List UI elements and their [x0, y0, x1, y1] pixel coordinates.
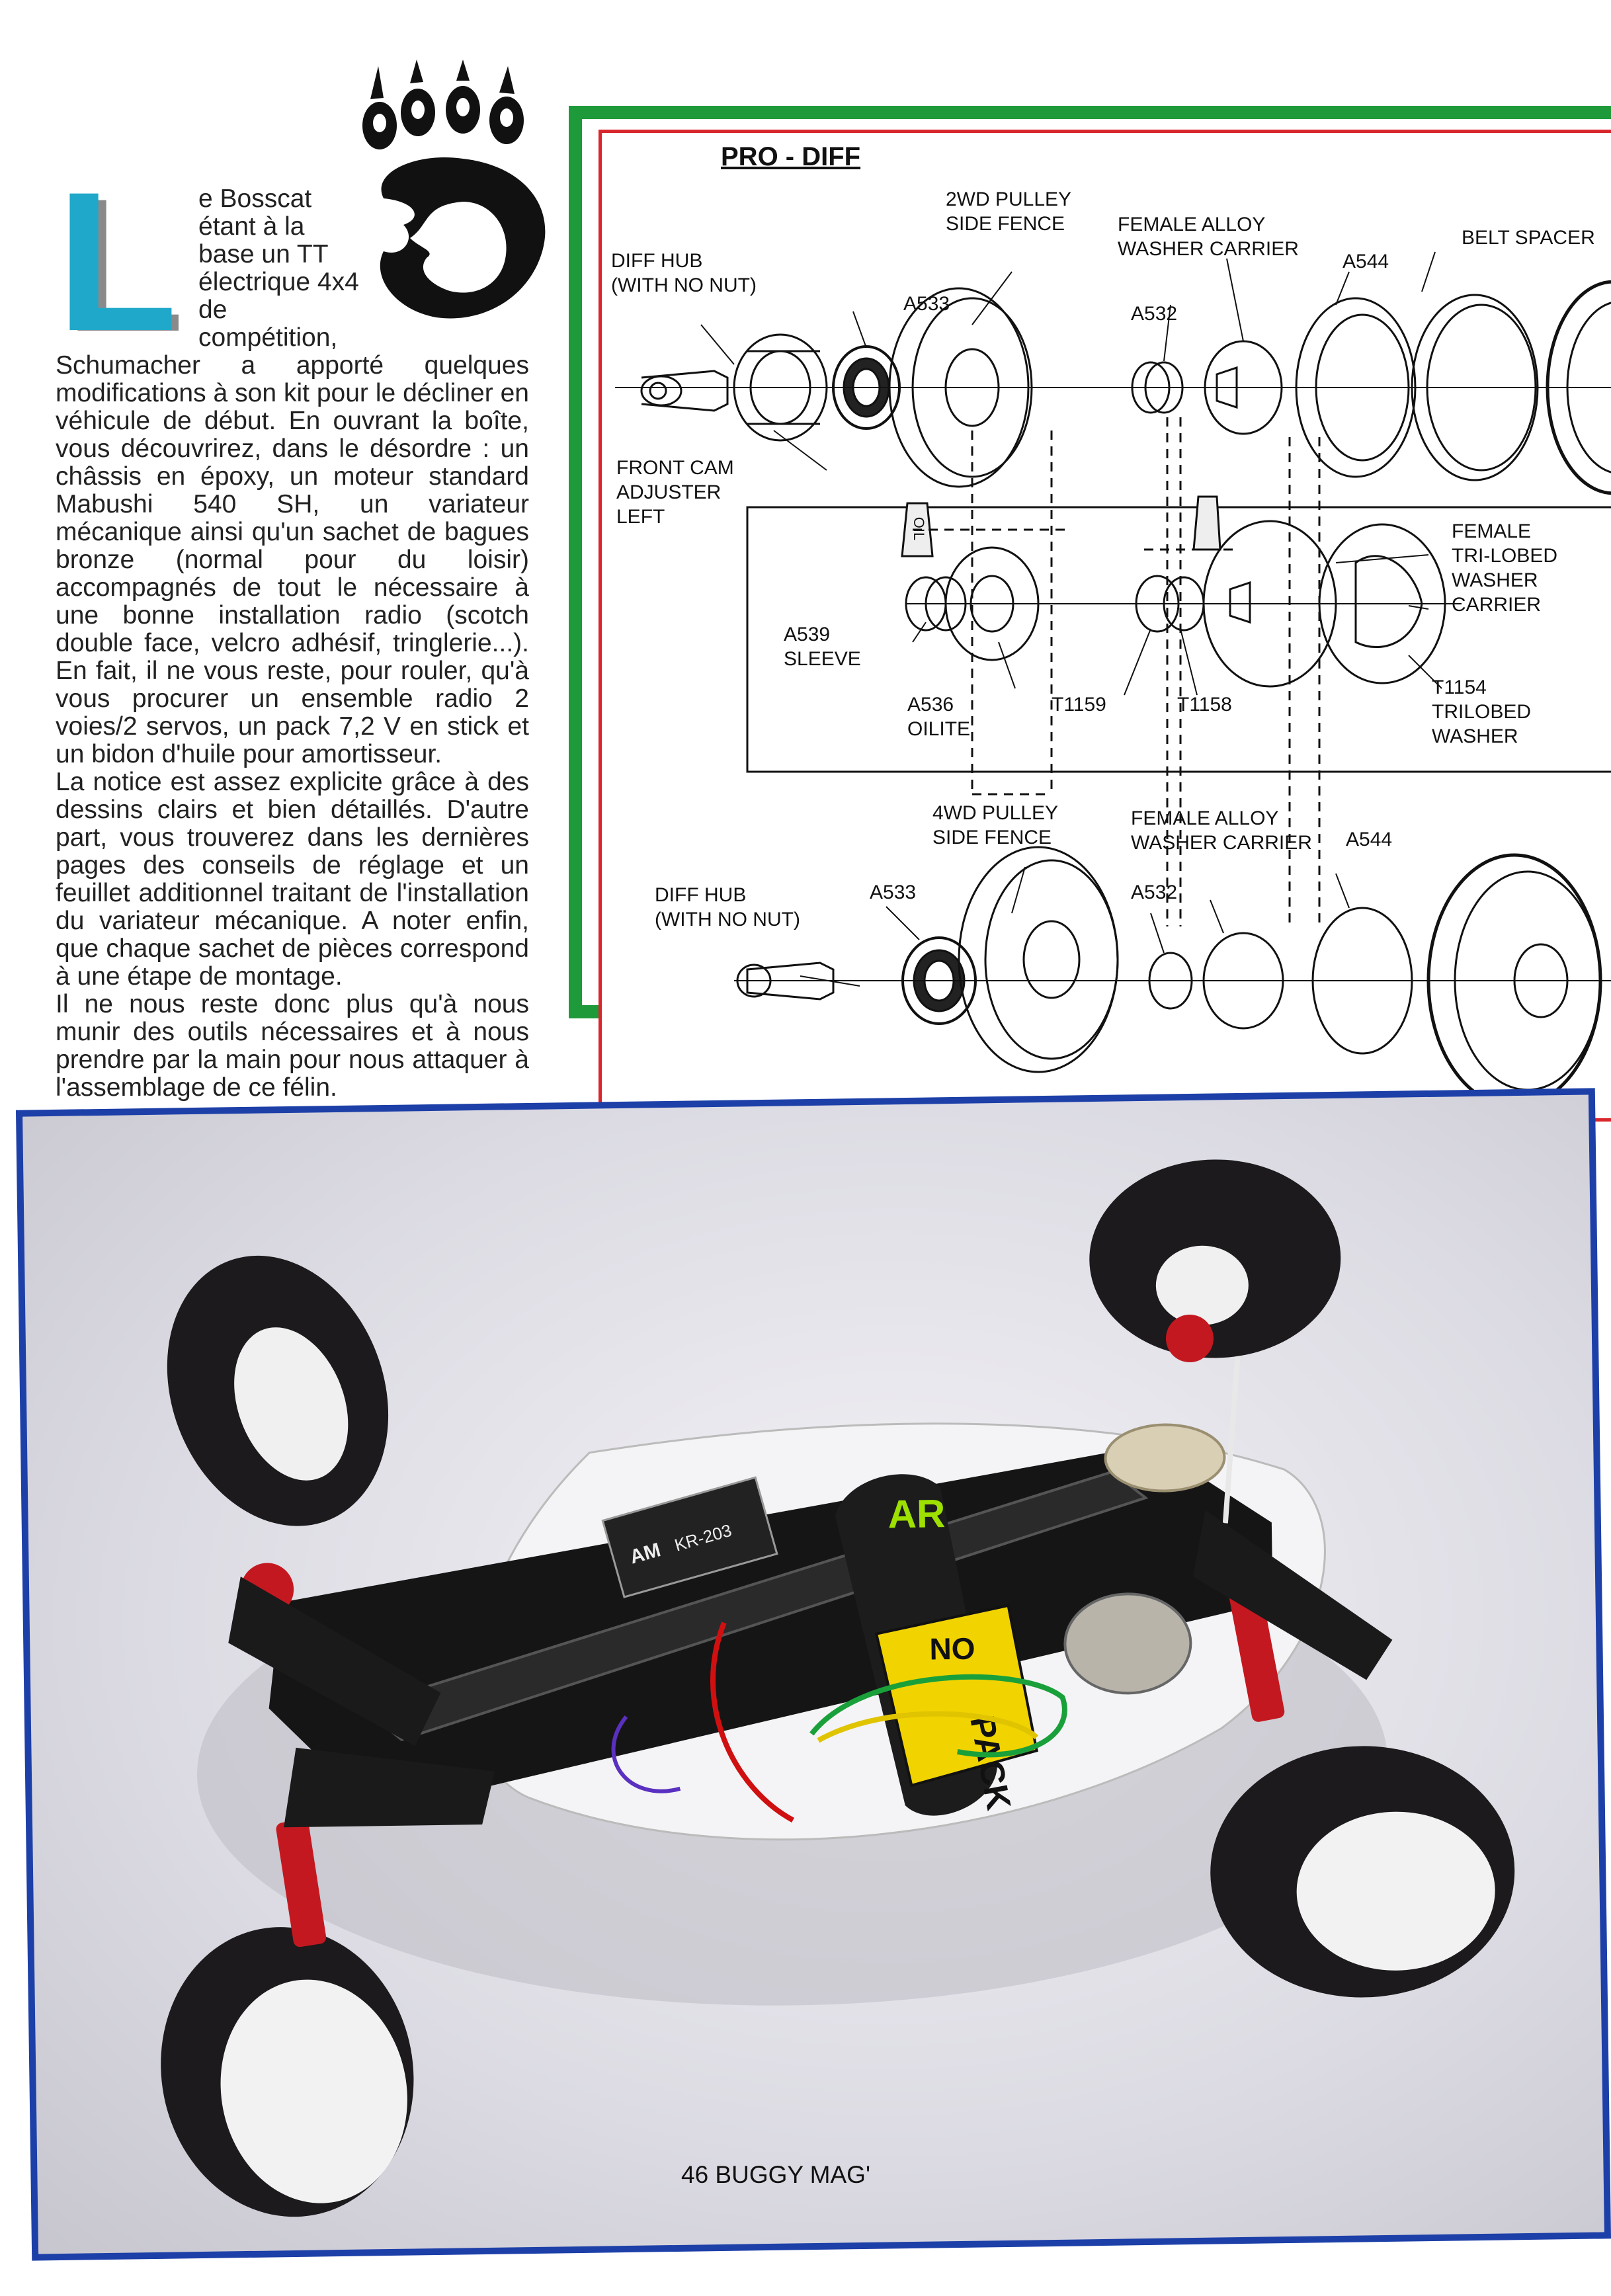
label-t1154: T1154 TRILOBED WASHER — [1432, 676, 1532, 747]
battery-mid-text: NO — [929, 1631, 975, 1666]
paw-print-icon — [362, 60, 546, 319]
label-female-alloy-top: FEMALE ALLOY WASHER CARRIER — [1118, 214, 1299, 260]
article-paragraph: Schumacher a apporté quelques modificati… — [56, 351, 529, 768]
label-a533-bottom: A533 — [870, 882, 917, 903]
exploded-diagram: PRO - DIFF DIFF HUB (WITH NO NUT) 2WD PU… — [599, 130, 1611, 1122]
label-front-cam: FRONT CAM ADJUSTER LEFT — [616, 457, 734, 528]
battery-top-text: AR — [888, 1491, 946, 1536]
drop-cap: L — [56, 192, 178, 331]
label-t1158: T1158 — [1177, 694, 1232, 716]
label-diff-hub-bottom: DIFF HUB (WITH NO NUT) — [655, 884, 800, 930]
buggy-illustration: AM KR-203 AR PACK NO — [161, 1159, 1515, 2217]
diagram-title: PRO - DIFF — [721, 142, 861, 171]
buggy-photo: AM KR-203 AR PACK NO — [22, 1094, 1604, 2254]
article-body: Schumacher a apporté quelques modificati… — [56, 352, 529, 1102]
diagram-drawing — [615, 251, 1611, 1108]
label-a536-oilite: A536 OILITE — [907, 694, 971, 740]
label-female-trilobed: FEMALE TRI-LOBED WASHER CARRIER — [1452, 520, 1558, 616]
bottom-assembly — [734, 846, 1611, 1108]
article-paragraph: La notice est assez explicite grâce à de… — [56, 768, 529, 991]
label-oil-tag: OIL — [911, 516, 928, 541]
leader-lines — [700, 251, 1442, 987]
label-a539-sleeve: A539 SLEEVE — [784, 624, 861, 670]
label-4wd-pulley: 4WD PULLEY SIDE FENCE — [932, 802, 1059, 848]
label-a532-top: A532 — [1131, 303, 1178, 325]
article-paragraph: Il ne nous reste donc plus qu'à nous mun… — [56, 990, 529, 1102]
label-female-alloy-bottom: FEMALE ALLOY WASHER CARRIER — [1131, 807, 1312, 854]
middle-assembly — [901, 417, 1462, 926]
label-belt-spacer: BELT SPACER — [1462, 227, 1595, 249]
label-a544-top: A544 — [1342, 251, 1389, 272]
label-2wd-pulley: 2WD PULLEY SIDE FENCE — [946, 188, 1072, 235]
label-t1159: T1159 — [1052, 694, 1106, 716]
photo-frame: AM KR-203 AR PACK NO — [15, 1088, 1611, 2261]
label-a532-bottom: A532 — [1131, 882, 1178, 903]
top-assembly — [615, 280, 1611, 495]
label-a544-bottom: A544 — [1346, 829, 1393, 850]
intro-text: e Bosscat étant à la base un TT électriq… — [198, 184, 359, 352]
label-a533-top: A533 — [903, 293, 950, 315]
label-diff-hub-top: DIFF HUB (WITH NO NUT) — [611, 250, 757, 296]
page-caption: 46 BUGGY MAG' — [681, 2161, 871, 2188]
